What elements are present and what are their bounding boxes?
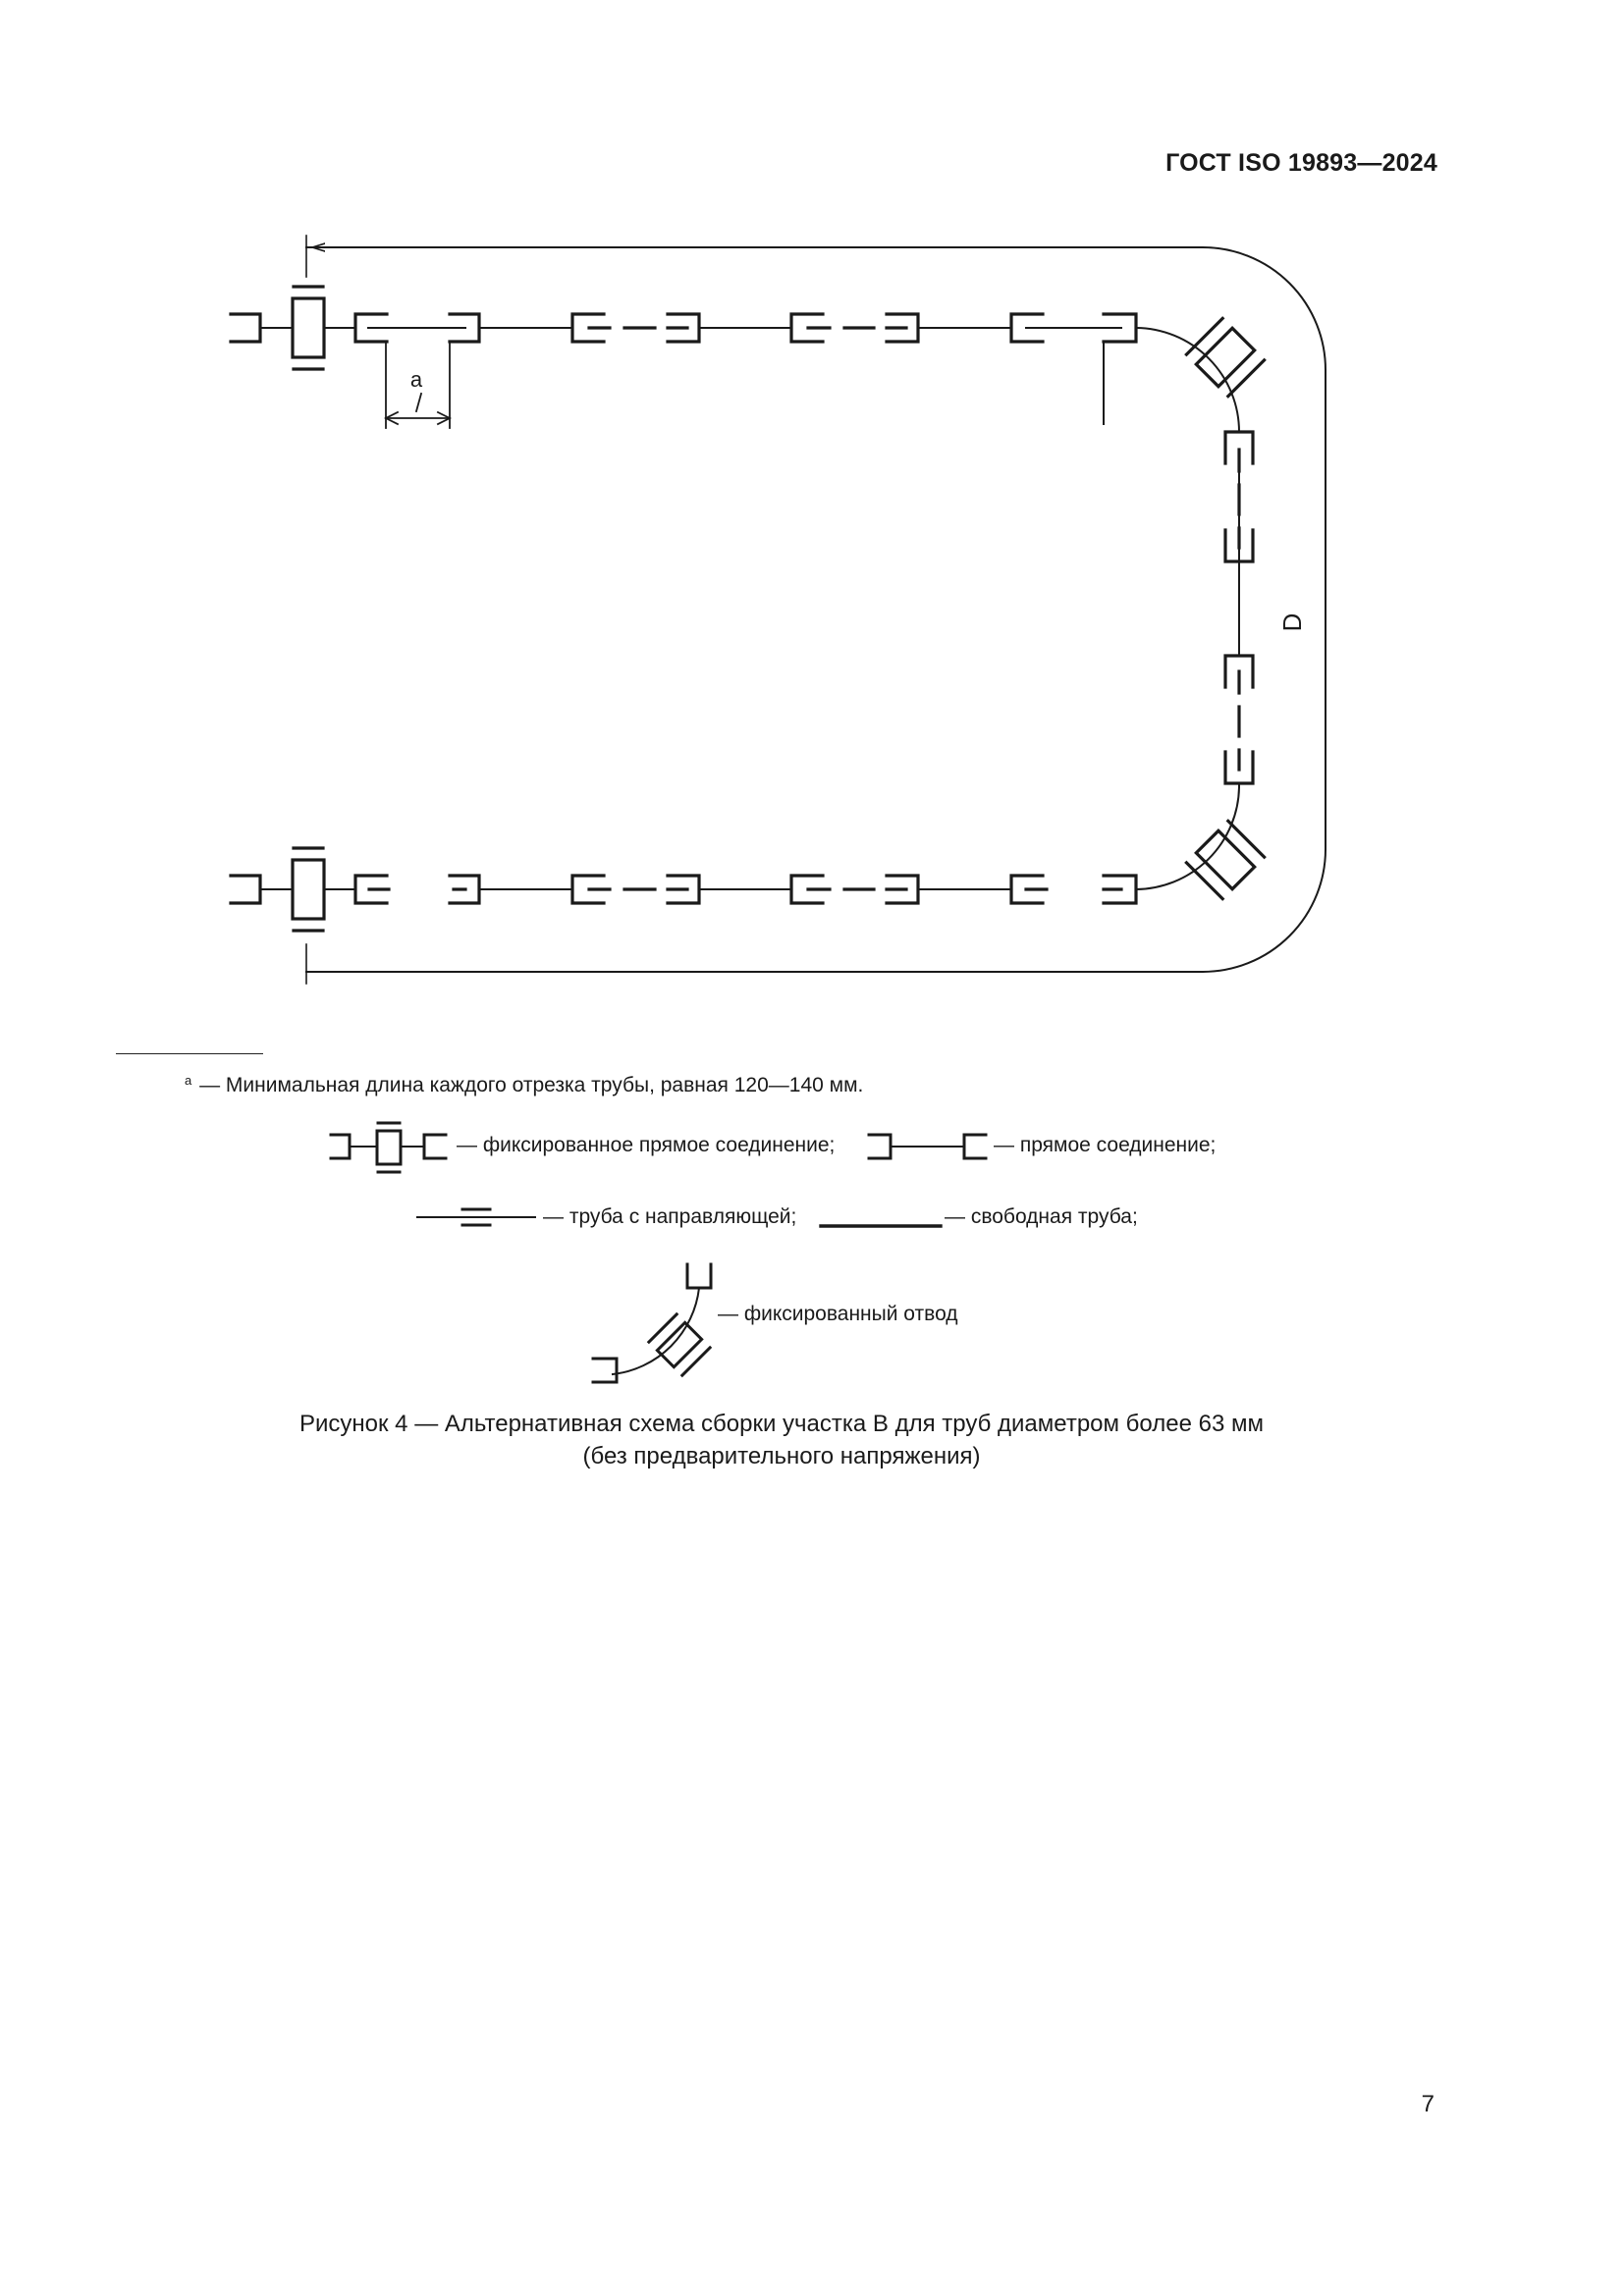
document-header: ГОСТ ISO 19893—2024 bbox=[1165, 149, 1437, 177]
fixed-bend-top-right bbox=[1134, 316, 1267, 465]
legend-guided-pipe: — труба с направляющей; bbox=[543, 1205, 797, 1228]
figure-caption-line1: Рисунок 4 — Альтернативная схема сборки … bbox=[299, 1411, 1264, 1437]
footnote-marker: a bbox=[185, 1073, 192, 1088]
legend-straight-joint: — прямое соединение; bbox=[994, 1134, 1217, 1156]
dimension-a bbox=[383, 341, 453, 429]
legend-fixed-bend: — фиксированный отвод bbox=[718, 1303, 958, 1325]
straight-joint-symbol bbox=[867, 1133, 988, 1160]
legend-symbols bbox=[329, 1121, 988, 1384]
page-number: 7 bbox=[1421, 2091, 1435, 2117]
fixed-bend-symbol bbox=[591, 1262, 713, 1384]
figure-caption-line2: (без предварительного напряжения) bbox=[582, 1443, 981, 1469]
footnote-text: — Минимальная длина каждого отрезка труб… bbox=[199, 1074, 864, 1096]
assembly-diagram: a D bbox=[229, 235, 1326, 985]
top-row bbox=[229, 285, 1138, 425]
figure-caption: Рисунок 4 — Альтернативная схема сборки … bbox=[0, 1408, 1563, 1472]
guided-pipe-symbol bbox=[416, 1207, 536, 1227]
footnote: a — Минимальная длина каждого отрезка тр… bbox=[185, 1073, 863, 1097]
dimension-d-label: D bbox=[1277, 614, 1307, 632]
legend-free-pipe: — свободная труба; bbox=[945, 1205, 1138, 1228]
bottom-row bbox=[229, 846, 1138, 933]
right-side bbox=[1223, 448, 1255, 788]
fixed-bend-bottom-right bbox=[1134, 785, 1267, 901]
fixed-straight-joint-symbol bbox=[329, 1121, 448, 1174]
legend-fixed-straight-joint: — фиксированное прямое соединение; bbox=[457, 1134, 836, 1156]
dimension-a-label: a bbox=[410, 367, 423, 392]
footnote-rule bbox=[116, 1053, 263, 1054]
dimension-line-d bbox=[311, 247, 1326, 973]
